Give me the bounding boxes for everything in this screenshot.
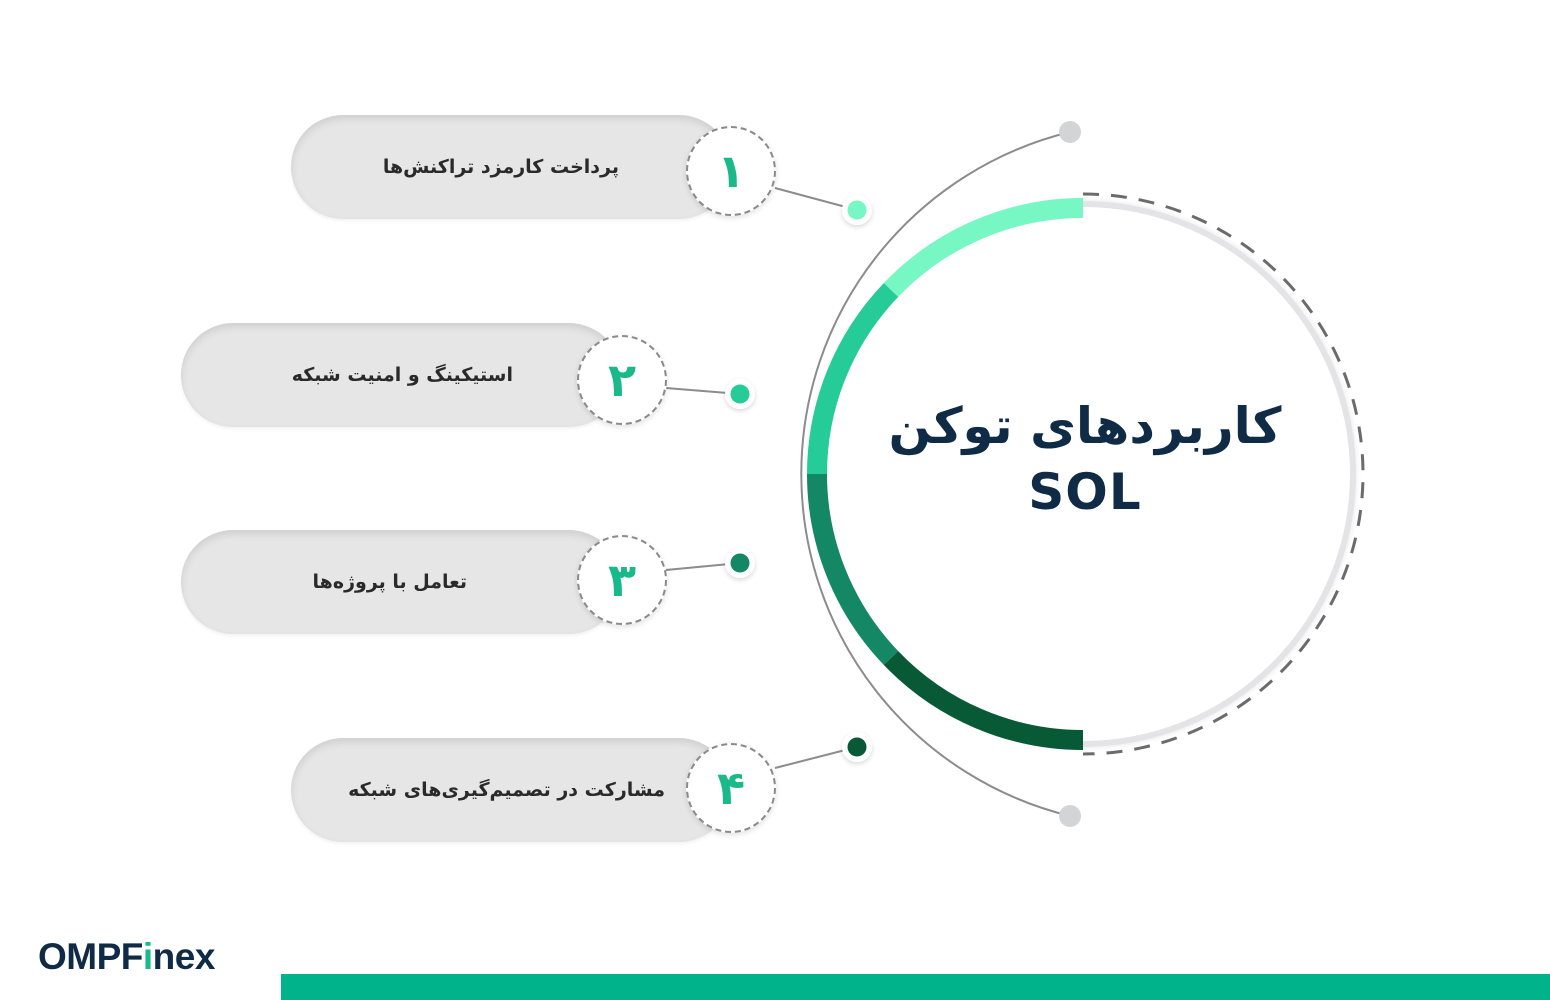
title-line-1: کاربردهای توکن [888, 397, 1282, 455]
item-badge-1: ۱ [686, 126, 776, 216]
arc-end-dot-top [1059, 121, 1081, 143]
item-pill-1: پرداخت کارمزد تراکنش‌ها [291, 115, 731, 219]
item-number-4: ۴ [716, 761, 746, 815]
ring-segment-4 [883, 651, 1084, 750]
item-label-3: تعامل با پروژه‌ها [312, 571, 467, 593]
item-number-2: ۲ [607, 353, 637, 407]
title-line-2: SOL [1028, 463, 1142, 521]
dashed-arc [1082, 192, 1365, 756]
logo-prefix: OMPF [38, 936, 143, 977]
ring-segment-2 [807, 283, 899, 475]
arc-end-dot-bottom [1059, 805, 1081, 827]
item-pill-2: استیکینگ و امنیت شبکه [181, 323, 621, 427]
item-number-3: ۳ [607, 553, 637, 607]
footer-accent-bar [281, 974, 1550, 1000]
item-number-1: ۱ [716, 144, 746, 198]
logo-suffix: nex [152, 936, 216, 977]
item-badge-3: ۳ [577, 535, 667, 625]
item-pill-3: تعامل با پروژه‌ها [181, 530, 621, 634]
ring-segment-1 [883, 198, 1084, 297]
item-pill-4: مشارکت در تصمیم‌گیری‌های شبکه [291, 738, 731, 842]
item-badge-2: ۲ [577, 335, 667, 425]
item-label-2: استیکینگ و امنیت شبکه [291, 364, 513, 386]
diagram-title: کاربردهای توکن SOL [860, 392, 1310, 524]
item-label-4: مشارکت در تصمیم‌گیری‌های شبکه [348, 779, 665, 801]
brand-logo: OMPFinex [38, 936, 215, 978]
logo-accent: i [142, 936, 153, 977]
item-label-1: پرداخت کارمزد تراکنش‌ها [382, 156, 619, 178]
outer-arc [800, 131, 1071, 817]
item-badge-4: ۴ [686, 743, 776, 833]
center-circle [810, 201, 1356, 747]
ring-segment-3 [807, 473, 899, 665]
